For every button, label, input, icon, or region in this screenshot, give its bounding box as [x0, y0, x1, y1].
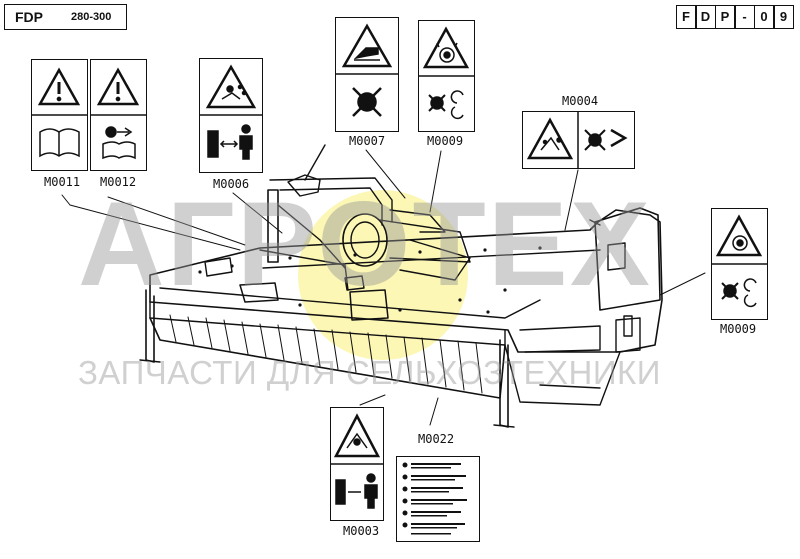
decal-m0011	[31, 59, 88, 171]
label-m0011: M0011	[44, 175, 81, 189]
rotating-rotor-icon	[422, 26, 470, 69]
warning-triangle-icon	[96, 67, 140, 106]
page-code-box: F D P - 0 9	[675, 5, 794, 29]
thrown-objects-icon	[526, 117, 574, 160]
page-code-char: 0	[753, 5, 775, 29]
decal-m0003	[330, 407, 384, 521]
label-m0004: M0004	[562, 94, 599, 108]
read-manual-icon	[102, 126, 136, 160]
warning-triangle-icon	[37, 67, 81, 106]
model-name: FDP	[15, 9, 43, 25]
no-approach-icon	[584, 128, 628, 151]
decal-m0012	[90, 59, 147, 171]
label-m0012: M0012	[100, 175, 137, 189]
thrown-objects-icon	[205, 64, 257, 109]
watermark-brand: АГРОТЕХ	[78, 177, 652, 311]
label-m0009-right: M0009	[720, 322, 757, 336]
decal-m0007	[335, 17, 399, 132]
page-code-char: 9	[773, 5, 794, 29]
crush-hand-icon	[333, 413, 381, 458]
label-m0009-top: M0009	[427, 134, 464, 148]
page-code-char: F	[675, 5, 697, 29]
safe-distance-icon	[207, 124, 253, 160]
mower-body	[139, 144, 663, 428]
label-m0003: M0003	[343, 524, 380, 538]
page-code-char: P	[714, 5, 736, 29]
rotating-rotor-icon	[352, 87, 382, 117]
page-code-char: D	[695, 5, 716, 29]
model-box: FDP 280-300	[4, 4, 127, 30]
decal-m0009-top	[418, 20, 475, 132]
rotating-rotor-icon	[715, 214, 763, 257]
model-range: 280-300	[71, 11, 112, 23]
safe-distance-icon	[335, 473, 378, 509]
crush-hand-icon	[341, 23, 393, 68]
label-m0022: M0022	[418, 432, 455, 446]
instructions-plate-icon	[396, 456, 480, 542]
rotation-arrows-icon	[721, 278, 757, 308]
leader-lines	[61, 149, 706, 426]
manual-book-icon	[39, 128, 80, 158]
page-code-char: -	[734, 5, 755, 29]
label-m0006: M0006	[213, 177, 250, 191]
label-m0007: M0007	[349, 134, 386, 148]
decal-m0004	[522, 111, 635, 169]
decal-m0009-right	[711, 208, 768, 320]
decal-m0006	[199, 58, 263, 173]
watermark-tagline: ЗАПЧАСТИ ДЛЯ СЕЛЬХОЗТЕХНИКИ	[78, 354, 661, 391]
rotation-arrows-icon	[428, 90, 464, 120]
